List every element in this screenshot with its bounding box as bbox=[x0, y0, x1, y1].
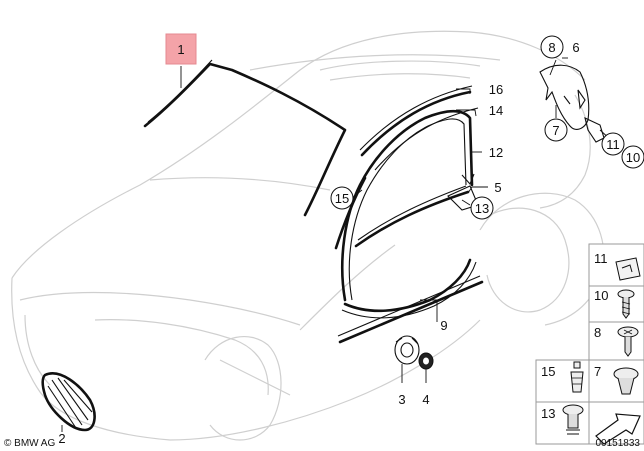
window-channel bbox=[354, 173, 479, 248]
callout-9: 9 bbox=[440, 318, 447, 333]
callout-6: 6 bbox=[572, 40, 579, 55]
legend-label-13: 13 bbox=[541, 406, 555, 421]
grommet-part-3 bbox=[394, 335, 420, 365]
legend-label-8: 8 bbox=[594, 325, 601, 340]
callout-16: 16 bbox=[489, 82, 503, 97]
car-body-outline bbox=[11, 30, 605, 441]
callout-10: 10 bbox=[621, 145, 644, 169]
callout-15: 15 bbox=[330, 186, 354, 210]
svg-text:10: 10 bbox=[626, 150, 640, 165]
svg-text:15: 15 bbox=[335, 191, 349, 206]
windscreen-seal bbox=[143, 59, 347, 217]
flat-screw-icon bbox=[617, 326, 639, 357]
clip-part-4 bbox=[418, 352, 434, 370]
trim-piece-6 bbox=[539, 64, 605, 143]
arrow-icon bbox=[595, 413, 641, 445]
legend-label-11: 11 bbox=[594, 251, 608, 266]
legend-label-10: 10 bbox=[594, 288, 608, 303]
spring-clip-icon bbox=[562, 404, 584, 435]
callout-5: 5 bbox=[494, 180, 501, 195]
callout-11: 11 bbox=[601, 132, 625, 156]
legend-label-7: 7 bbox=[594, 364, 601, 379]
callout-3: 3 bbox=[398, 392, 405, 407]
callout-8: 8 bbox=[540, 35, 564, 59]
door-seals bbox=[334, 85, 479, 319]
svg-text:11: 11 bbox=[606, 137, 620, 152]
leader-lines bbox=[61, 57, 612, 432]
callout-12: 12 bbox=[489, 145, 503, 160]
callout-7: 7 bbox=[544, 118, 568, 142]
callout-2: 2 bbox=[58, 431, 65, 446]
kidney-grille bbox=[41, 372, 96, 432]
callout-14: 14 bbox=[489, 103, 503, 118]
svg-text:8: 8 bbox=[548, 40, 555, 55]
legend-label-15: 15 bbox=[541, 364, 555, 379]
screw-icon bbox=[617, 289, 635, 319]
svg-text:13: 13 bbox=[475, 201, 489, 216]
callout-13: 13 bbox=[470, 196, 494, 220]
sill-strip bbox=[337, 275, 484, 344]
fastener-legend: 11 10 8 15 7 13 bbox=[535, 243, 644, 445]
expanding-rivet-icon bbox=[613, 367, 639, 395]
push-pin-icon bbox=[570, 361, 584, 393]
copyright-text: © BMW AG bbox=[4, 438, 55, 449]
nut-clip-icon bbox=[615, 257, 641, 281]
callout-4: 4 bbox=[422, 392, 429, 407]
callout-1: 1 bbox=[165, 33, 197, 65]
svg-text:7: 7 bbox=[552, 123, 559, 138]
document-number: 00151833 bbox=[596, 438, 641, 449]
svg-text:1: 1 bbox=[177, 42, 184, 57]
